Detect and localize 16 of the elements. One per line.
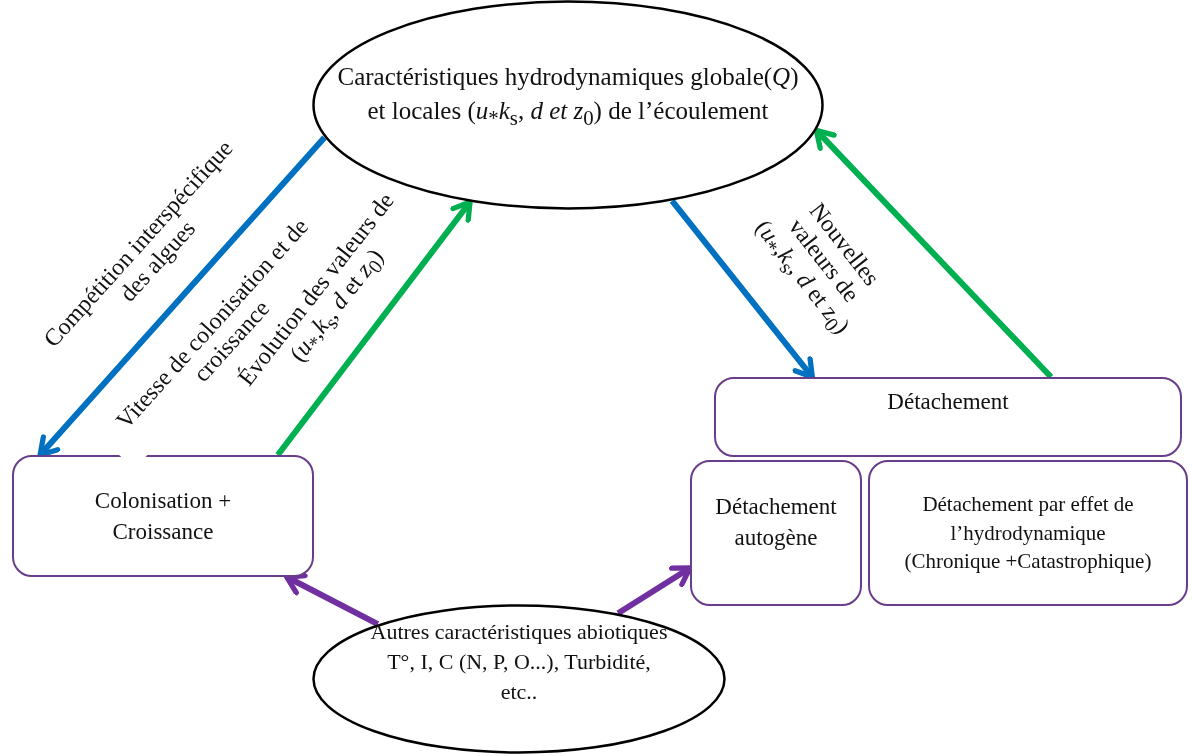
process-box — [714, 377, 1182, 457]
node-text: Détachement par effet de l’hydrodynamique (Chronique +Catastrophique) — [903, 491, 1153, 576]
node-text: Autres caractéristiques abiotiques T°, I, C (N, P, O...), Turbidité, etc.. — [369, 618, 669, 706]
arrow — [284, 573, 380, 627]
node-text: Colonisation + Croissance — [93, 486, 233, 546]
ellipse-node — [312, 604, 726, 754]
node-text: Détachement autogène — [714, 492, 838, 552]
process-box — [12, 455, 314, 577]
arrow — [275, 199, 473, 457]
arrow — [37, 135, 327, 458]
arrow — [813, 127, 1054, 380]
arrow — [669, 199, 815, 380]
process-box — [868, 460, 1188, 606]
node-text: Détachement — [886, 388, 1010, 417]
node-text: Caractéristiques hydrodynamiques globale(Q) et locales (u$_{*}$k$_{s}$, d et z$_{0}$) de l’écoulement — [336, 62, 800, 132]
process-box — [690, 460, 862, 606]
